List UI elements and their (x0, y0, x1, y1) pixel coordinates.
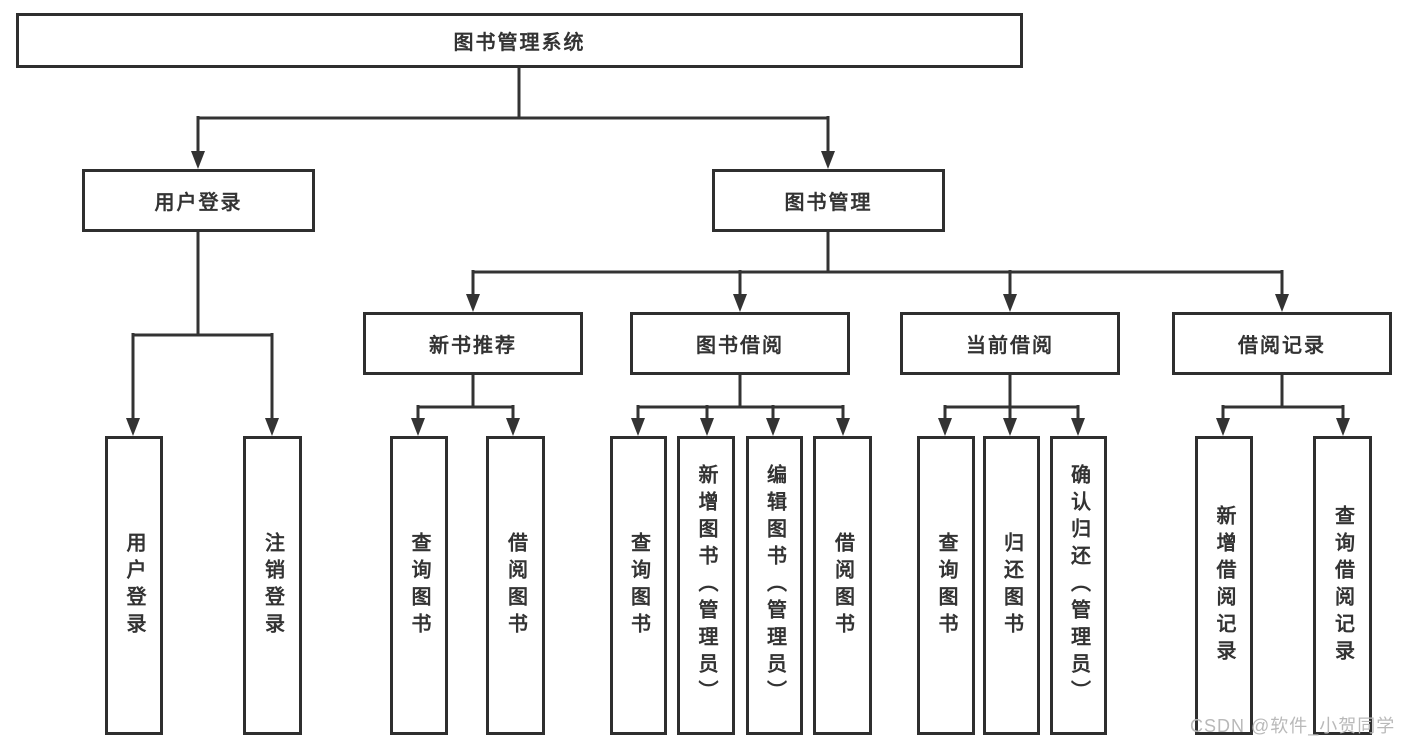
leaf-query-book-3: 查询图书 (917, 436, 975, 735)
csdn-watermark: CSDN @软件_小贺同学 (1190, 716, 1396, 736)
leaf-label: 编辑图书（管理员） (763, 464, 786, 707)
node-label: 当前借阅 (966, 335, 1054, 357)
arrow-icon (836, 418, 850, 436)
leaf-label: 归还图书 (1000, 531, 1023, 640)
arrow-icon (766, 418, 780, 436)
leaf-add-borrow-record: 新增借阅记录 (1195, 436, 1253, 735)
leaf-label: 查询图书 (627, 531, 650, 640)
leaf-label: 用户登录 (123, 531, 145, 640)
leaf-label: 借阅图书 (504, 531, 527, 640)
leaf-label: 新增图书（管理员） (695, 464, 717, 707)
leaf-label: 查询图书 (408, 531, 430, 640)
leaf-query-book-1: 查询图书 (390, 436, 448, 735)
arrow-icon (733, 294, 747, 312)
leaf-label: 新增借阅记录 (1213, 504, 1235, 667)
arrow-icon (265, 418, 279, 436)
node-current-borrow: 当前借阅 (900, 312, 1120, 375)
leaf-confirm-return-admin: 确认归还（管理员） (1050, 436, 1107, 735)
arrow-icon (1216, 418, 1230, 436)
leaf-label: 查询图书 (935, 531, 957, 640)
node-new-book-recommend: 新书推荐 (363, 312, 583, 375)
leaf-user-login: 用户登录 (105, 436, 163, 735)
leaf-label: 借阅图书 (831, 531, 854, 640)
edge-bookmgmt-trunk (471, 232, 1284, 296)
edge-newbook-trunk (416, 375, 515, 420)
arrow-icon (821, 151, 835, 169)
arrow-icon (938, 418, 952, 436)
node-label: 新书推荐 (429, 335, 517, 357)
node-label: 用户登录 (154, 192, 243, 214)
arrow-icon (1336, 418, 1350, 436)
arrow-icon (1003, 294, 1017, 312)
edge-current-trunk (943, 375, 1080, 420)
arrow-icon (411, 418, 425, 436)
node-book-management: 图书管理 (712, 169, 945, 232)
leaf-query-book-2: 查询图书 (610, 436, 667, 735)
arrow-icon (466, 294, 480, 312)
node-label: 借阅记录 (1238, 335, 1326, 357)
leaf-edit-book-admin: 编辑图书（管理员） (746, 436, 803, 735)
leaf-add-book-admin: 新增图书（管理员） (677, 436, 735, 735)
edge-root-trunk (196, 68, 830, 153)
leaf-label: 确认归还（管理员） (1067, 464, 1090, 707)
node-borrow-record: 借阅记录 (1172, 312, 1392, 375)
leaf-label: 注销登录 (261, 531, 284, 640)
arrow-icon (126, 418, 140, 436)
arrow-icon (1275, 294, 1289, 312)
node-root: 图书管理系统 (16, 13, 1023, 68)
arrow-icon (191, 151, 205, 169)
node-label: 图书借阅 (696, 335, 784, 357)
leaf-borrow-book-1: 借阅图书 (486, 436, 545, 735)
arrow-icon (1003, 418, 1017, 436)
arrowheads (126, 151, 1350, 436)
node-root-label: 图书管理系统 (453, 32, 586, 54)
arrow-icon (700, 418, 714, 436)
edge-userlogin-trunk (131, 232, 274, 420)
leaf-return-book: 归还图书 (983, 436, 1040, 735)
arrow-icon (506, 418, 520, 436)
leaf-query-borrow-record: 查询借阅记录 (1313, 436, 1372, 735)
arrow-icon (1071, 418, 1085, 436)
leaf-label: 查询借阅记录 (1331, 504, 1354, 667)
node-user-login: 用户登录 (82, 169, 315, 232)
leaf-borrow-book-2: 借阅图书 (813, 436, 872, 735)
node-label: 图书管理 (784, 192, 873, 214)
arrow-icon (631, 418, 645, 436)
node-book-borrow: 图书借阅 (630, 312, 850, 375)
edge-record-trunk (1221, 375, 1345, 420)
edge-borrow-trunk (636, 375, 845, 420)
leaf-logout: 注销登录 (243, 436, 302, 735)
